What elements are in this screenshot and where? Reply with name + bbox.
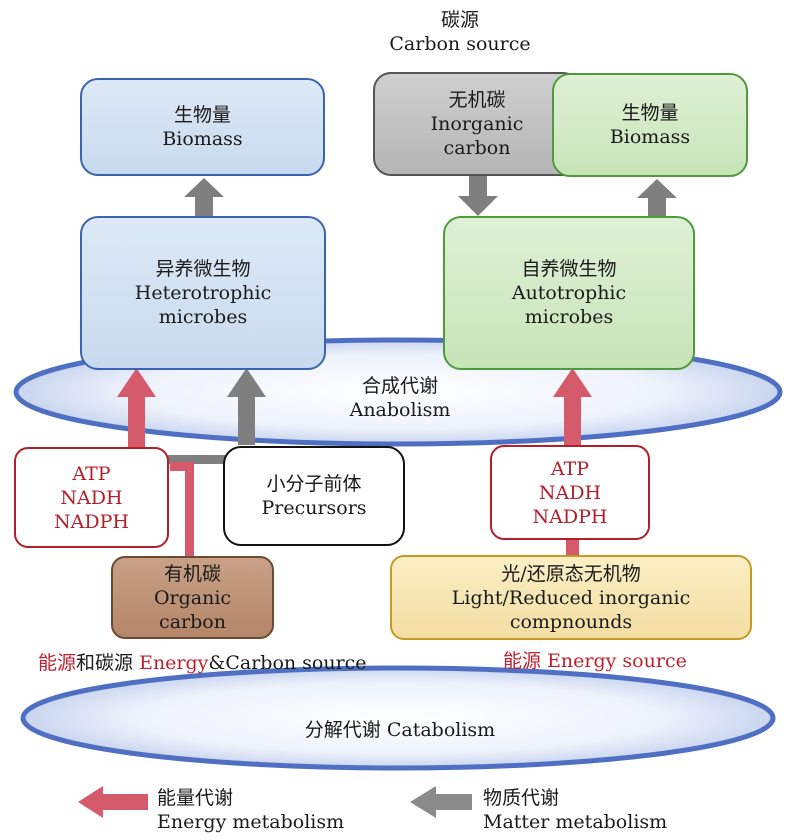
catabolism-label: 分解代谢 Catabolism: [304, 719, 496, 741]
legend-matter-zh: 物质代谢: [483, 787, 560, 809]
nadh-right: NADH: [538, 481, 602, 504]
energy-carriers-right-box: ATP NADH NADPH: [490, 445, 650, 540]
light-inorganic-en2: compnounds: [509, 610, 633, 633]
legend-energy: 能量代谢 Energy metabolism: [157, 786, 344, 834]
energy-zh: 能源: [38, 652, 77, 674]
anabolism-label: 合成代谢 Anabolism: [300, 374, 500, 422]
autotrophic-microbes-box: 自养微生物 Autotrophic microbes: [443, 216, 695, 370]
energy-carbon-source-label: 能源和碳源 Energy&Carbon source: [38, 651, 367, 675]
light-inorganic-zh: 光/还原态无机物: [501, 562, 641, 585]
energy-arrow-atp-auto: [553, 368, 592, 447]
auto-biomass-zh: 生物量: [621, 102, 679, 124]
organic-carbon-box: 有机碳 Organic carbon: [111, 556, 274, 639]
legend-energy-en: Energy metabolism: [157, 811, 345, 833]
autotrophic-zh: 自养微生物: [521, 258, 617, 280]
nadph-left: NADPH: [54, 510, 129, 533]
matter-arrow-precursors-hetero: [227, 368, 266, 445]
precursors-zh: 小分子前体: [266, 473, 362, 495]
energy-source-en: Energy source: [547, 650, 687, 672]
catabolism-disc: [20, 665, 776, 771]
legend-energy-zh: 能量代谢: [157, 787, 234, 809]
nadh-left: NADH: [60, 486, 123, 509]
energy-connector-organic-atp-b: [185, 462, 194, 560]
legend-matter-en: Matter metabolism: [483, 811, 668, 833]
organic-carbon-en1: Organic: [153, 586, 232, 609]
energy-connector-organic-atp-a: [170, 462, 194, 471]
light-inorganic-en1: Light/Reduced inorganic: [451, 586, 691, 609]
legend-matter-arrow: [410, 786, 472, 818]
carbon-zh: 和碳源: [76, 652, 134, 674]
inorganic-carbon-box: 无机碳 Inorganic carbon: [373, 72, 581, 176]
hetero-biomass-zh: 生物量: [173, 104, 231, 126]
autotrophic-en2: microbes: [524, 306, 614, 328]
energy-arrow-atp-hetero: [117, 368, 156, 451]
matter-arrow-auto-biomass: [637, 179, 677, 218]
hetero-biomass-en: Biomass: [162, 128, 243, 150]
precursors-en: Precursors: [261, 497, 367, 519]
auto-biomass-en: Biomass: [609, 126, 691, 148]
legend-matter: 物质代谢 Matter metabolism: [483, 786, 667, 834]
carbon-source-en-tail: &Carbon source: [208, 652, 367, 674]
carbon-source-en: Carbon source: [389, 33, 531, 55]
precursors-box: 小分子前体 Precursors: [223, 446, 405, 546]
carbon-source-label: 碳源 Carbon source: [350, 8, 570, 56]
autotrophic-en1: Autotrophic: [511, 282, 627, 304]
matter-arrow-hetero-biomass: [184, 178, 224, 217]
energy-source-label: 能源 Energy source: [503, 649, 687, 673]
matter-connector-organic-precursors: [168, 455, 228, 464]
energy-source-zh: 能源: [503, 650, 542, 672]
inorganic-carbon-en2: carbon: [443, 137, 511, 159]
organic-carbon-zh: 有机碳: [163, 562, 221, 585]
heterotrophic-microbes-box: 异养微生物 Heterotrophic microbes: [80, 216, 326, 370]
organic-carbon-en2: carbon: [159, 610, 226, 633]
inorganic-carbon-zh: 无机碳: [448, 89, 506, 111]
heterotrophic-en2: microbes: [158, 306, 248, 328]
nadph-right: NADPH: [532, 505, 608, 528]
energy-carriers-left-box: ATP NADH NADPH: [14, 447, 169, 548]
energy-connector-light-atp: [566, 538, 579, 558]
legend-energy-arrow: [78, 786, 148, 818]
light-inorganic-box: 光/还原态无机物 Light/Reduced inorganic compnou…: [390, 555, 752, 640]
energy-en: Energy: [139, 652, 209, 674]
heterotrophic-en1: Heterotrophic: [134, 282, 272, 304]
inorganic-carbon-en1: Inorganic: [430, 113, 524, 135]
auto-biomass-box: 生物量 Biomass: [552, 73, 748, 177]
atp-left: ATP: [72, 462, 111, 485]
carbon-source-zh: 碳源: [440, 9, 479, 31]
hetero-biomass-box: 生物量 Biomass: [80, 78, 325, 176]
atp-right: ATP: [550, 457, 590, 480]
anabolism-zh: 合成代谢: [361, 375, 438, 397]
heterotrophic-zh: 异养微生物: [155, 258, 251, 280]
matter-arrow-inorganic-auto: [458, 175, 498, 216]
anabolism-en: Anabolism: [349, 399, 451, 421]
